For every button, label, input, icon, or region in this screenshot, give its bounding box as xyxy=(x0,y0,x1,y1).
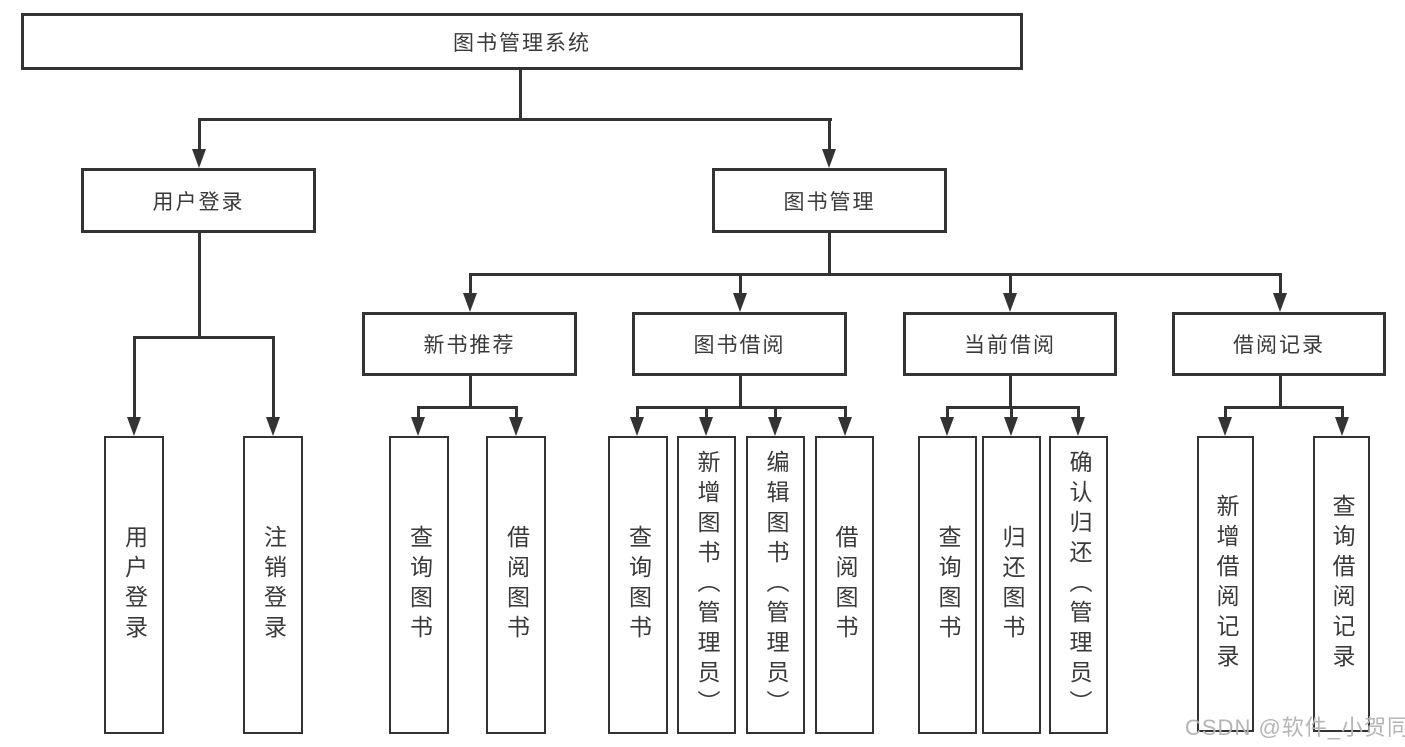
arrowhead-icon xyxy=(1002,293,1017,312)
connector-line xyxy=(1076,406,1080,419)
arrowhead-icon xyxy=(698,417,713,436)
arrowhead-icon xyxy=(1070,417,1085,436)
arrowhead-icon xyxy=(126,417,141,436)
arrowhead-icon xyxy=(1003,417,1018,436)
connector-line xyxy=(514,406,518,419)
connector-line xyxy=(468,376,472,406)
connector-line xyxy=(468,273,1282,276)
arrowhead-icon xyxy=(837,417,852,436)
connector-line xyxy=(635,406,847,409)
node-user-login: 用户登录 xyxy=(81,168,316,233)
node-new-book-recommend: 新书推荐 xyxy=(362,312,577,376)
connector-line xyxy=(827,233,831,273)
leaf-add-borrow-record: 新增借阅记录 xyxy=(1197,436,1254,732)
node-book-borrow: 图书借阅 xyxy=(632,312,847,376)
watermark: CSDN @软件_小贺同学 xyxy=(1185,715,1405,740)
connector-line xyxy=(132,336,275,339)
leaf-query-books-recommend: 查询图书 xyxy=(389,436,449,734)
arrowhead-icon xyxy=(462,293,477,312)
leaf-logout: 注销登录 xyxy=(243,436,303,734)
connector-line xyxy=(132,336,136,419)
connector-line xyxy=(416,406,420,419)
node-borrow-records: 借阅记录 xyxy=(1172,312,1386,376)
connector-line xyxy=(468,273,472,295)
connector-line xyxy=(704,406,708,419)
leaf-query-borrow-record: 查询借阅记录 xyxy=(1313,436,1370,732)
connector-line xyxy=(1340,406,1344,419)
connector-line xyxy=(197,118,832,121)
connector-line xyxy=(197,118,201,152)
node-book-management: 图书管理 xyxy=(712,168,947,233)
arrowhead-icon xyxy=(939,417,954,436)
connector-line xyxy=(827,118,831,152)
arrowhead-icon xyxy=(1334,417,1349,436)
connector-line xyxy=(1223,406,1227,419)
connector-line xyxy=(945,406,949,419)
leaf-add-book-admin: 新增图书（管理员） xyxy=(677,436,736,734)
arrowhead-icon xyxy=(821,149,836,168)
connector-line xyxy=(1278,273,1282,295)
connector-line xyxy=(635,406,639,419)
node-root: 图书管理系统 xyxy=(21,13,1023,70)
arrowhead-icon xyxy=(191,149,206,168)
connector-line xyxy=(843,406,847,419)
connector-line xyxy=(1278,376,1282,406)
connector-line xyxy=(945,406,1080,409)
leaf-borrow-books: 借阅图书 xyxy=(815,436,874,734)
leaf-return-books: 归还图书 xyxy=(982,436,1041,734)
connector-line xyxy=(1008,273,1012,295)
connector-line xyxy=(738,376,742,406)
connector-line xyxy=(738,273,742,295)
connector-line xyxy=(1008,376,1012,406)
leaf-query-books-borrow: 查询图书 xyxy=(608,436,668,734)
connector-line xyxy=(1223,406,1344,409)
leaf-query-books-current: 查询图书 xyxy=(918,436,977,734)
leaf-confirm-return-admin: 确认归还（管理员） xyxy=(1049,436,1108,734)
arrowhead-icon xyxy=(265,417,280,436)
leaf-borrow-books-recommend: 借阅图书 xyxy=(486,436,546,734)
arrowhead-icon xyxy=(629,417,644,436)
arrowhead-icon xyxy=(1272,293,1287,312)
arrowhead-icon xyxy=(732,293,747,312)
node-current-borrow: 当前借阅 xyxy=(903,312,1117,376)
leaf-edit-book-admin: 编辑图书（管理员） xyxy=(746,436,805,734)
arrowhead-icon xyxy=(1217,417,1232,436)
leaf-user-login: 用户登录 xyxy=(104,436,164,734)
connector-line xyxy=(1009,406,1013,419)
arrowhead-icon xyxy=(410,417,425,436)
connector-line xyxy=(518,70,522,118)
connector-line xyxy=(773,406,777,419)
connector-line xyxy=(197,233,201,336)
connector-line xyxy=(416,406,518,409)
arrowhead-icon xyxy=(508,417,523,436)
arrowhead-icon xyxy=(767,417,782,436)
connector-line xyxy=(271,336,275,419)
